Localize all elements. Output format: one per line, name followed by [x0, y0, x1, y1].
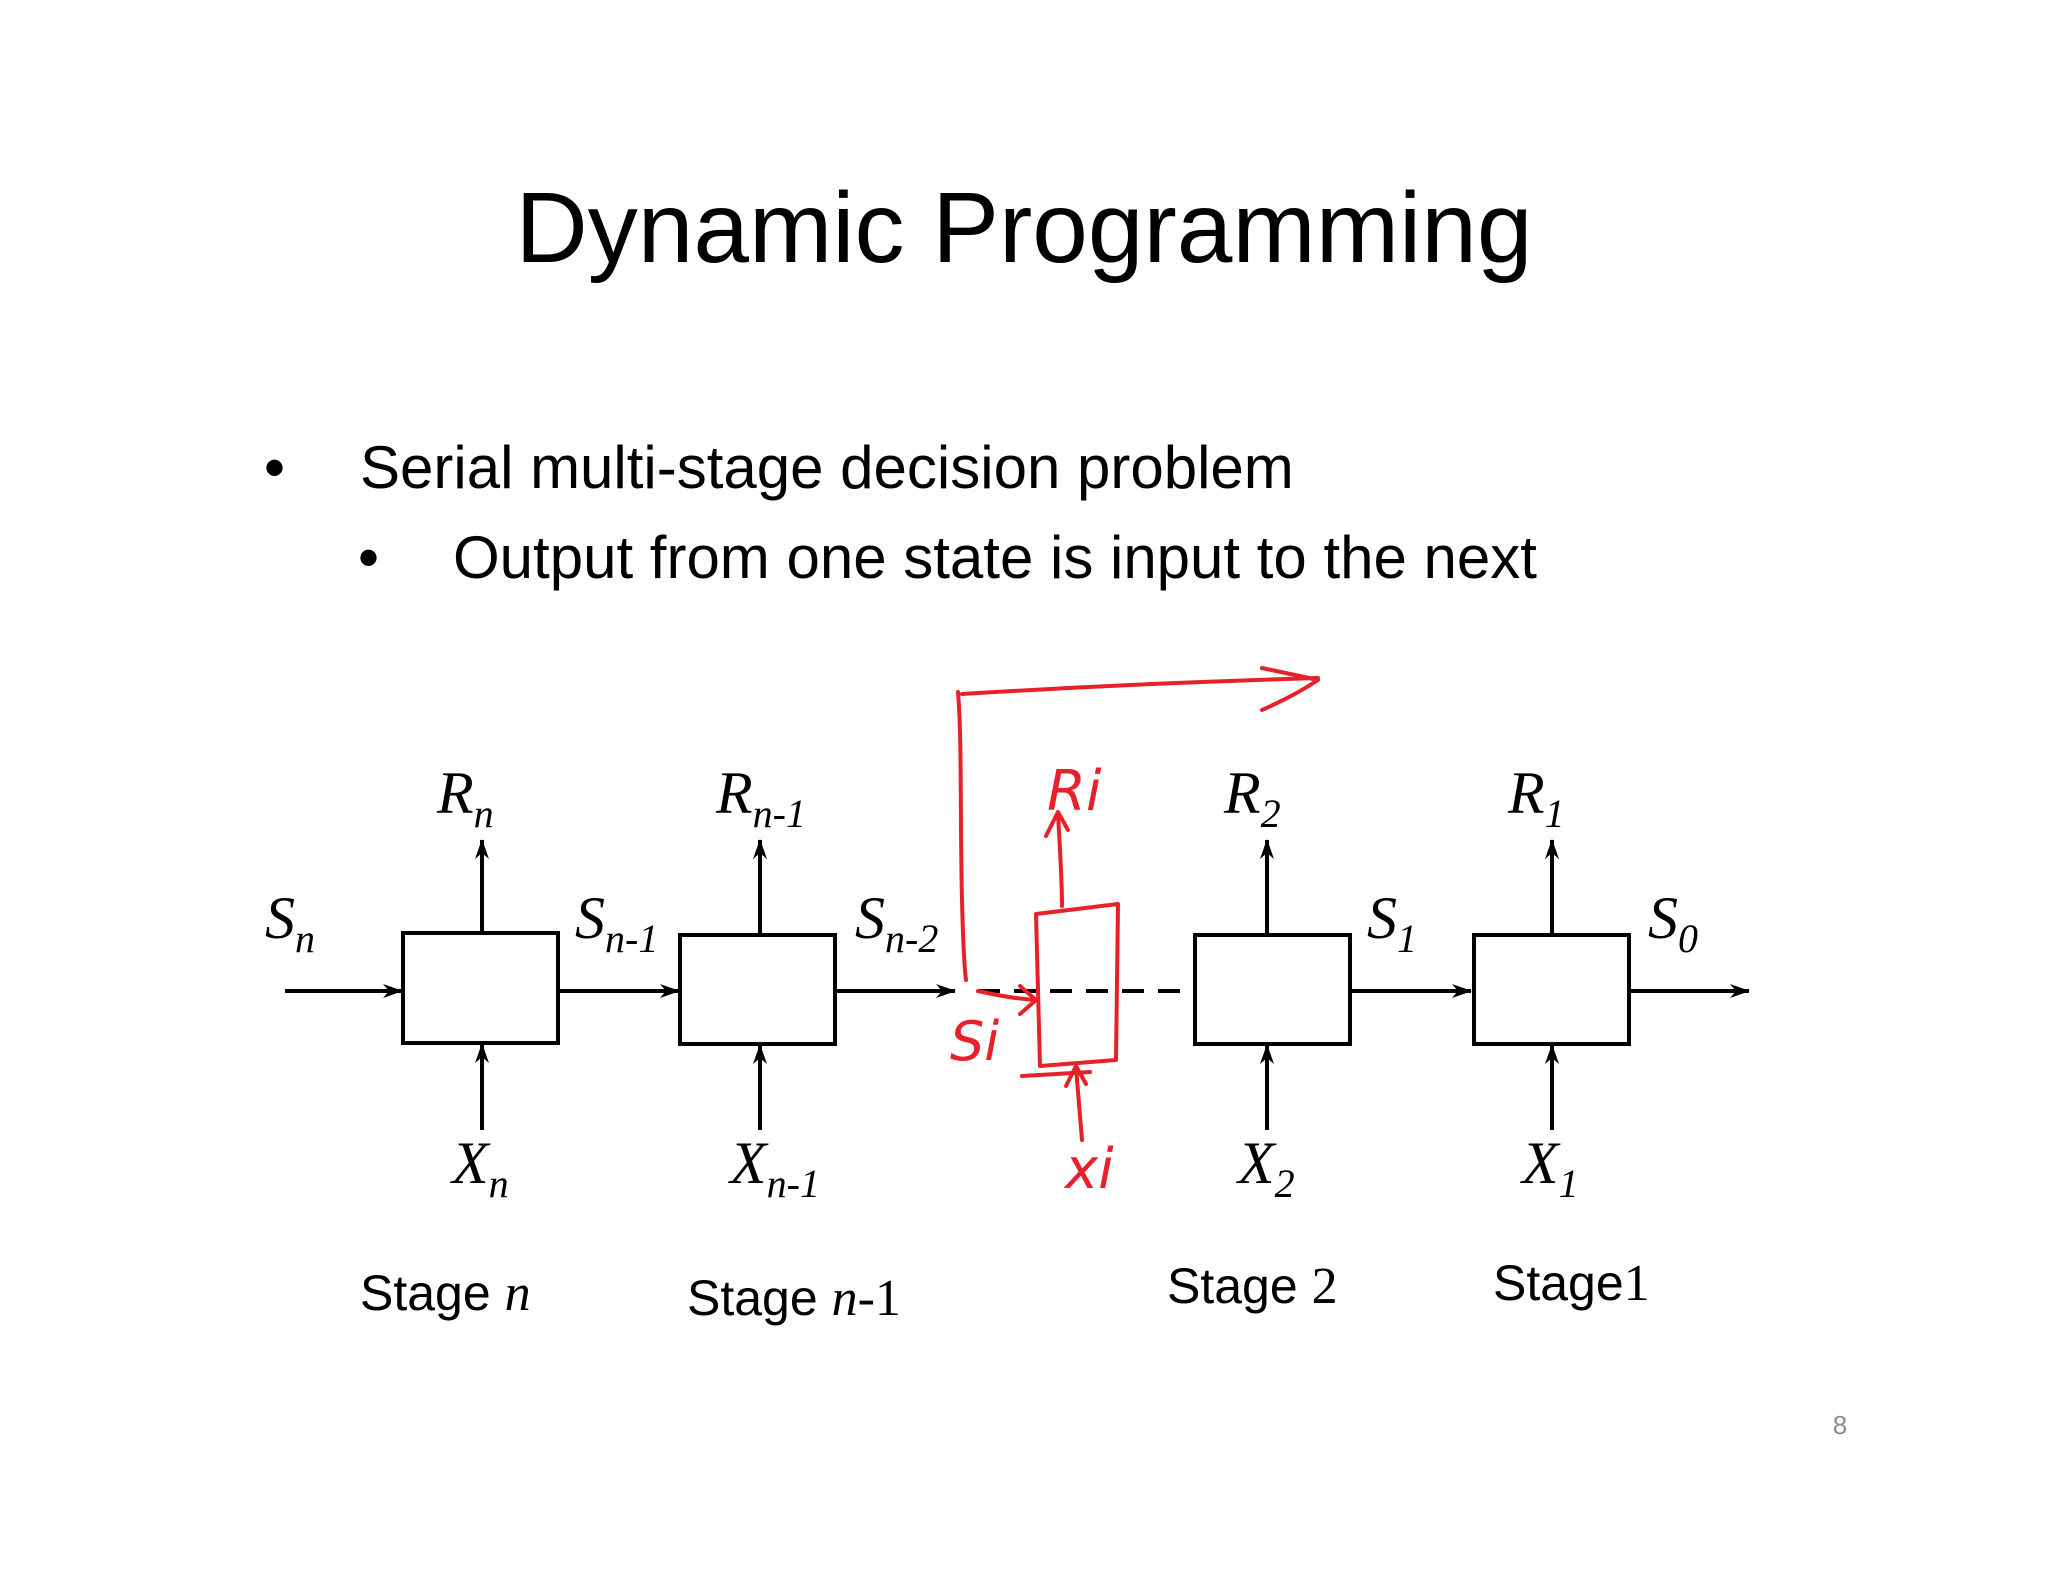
stage-label-n: Stage n	[360, 1265, 531, 1322]
annotation-label-si: Si	[950, 1010, 999, 1073]
state-label-sn-1: Sn-1	[575, 885, 658, 961]
handwritten-labels: Ri Si xi	[950, 759, 1114, 1202]
return-label-r1: R1	[1507, 760, 1565, 836]
annotation-bracket-arrow	[956, 666, 1320, 982]
stage-label-n-1: Stage n-1	[687, 1270, 901, 1327]
page-number: 8	[1832, 1410, 1848, 1440]
stage-label-1: Stage1	[1493, 1255, 1650, 1312]
bullet-text: Serial multi-stage decision problem	[360, 434, 1294, 501]
decision-label-xn-1: Xn-1	[728, 1130, 820, 1206]
annotation-label-ri: Ri	[1047, 759, 1102, 824]
state-label-s1: S1	[1367, 885, 1417, 961]
stage-box-1	[1472, 933, 1631, 1046]
return-label-rn: Rn	[436, 760, 494, 836]
stage-label-2: Stage 2	[1167, 1258, 1338, 1315]
decision-label-x1: X1	[1520, 1130, 1579, 1206]
stage-box-2	[1193, 933, 1352, 1046]
decision-label-xn: Xn	[450, 1130, 509, 1206]
annotation-state-in-arrow	[976, 984, 1038, 1016]
bullet-marker: •	[358, 524, 380, 591]
state-label-s0: S0	[1648, 885, 1698, 961]
annotation-return-arrow	[1044, 810, 1070, 908]
stage-box-n	[401, 931, 560, 1045]
bullet-text: Output from one state is input to the ne…	[453, 524, 1537, 591]
stage-box-n-1	[678, 933, 837, 1046]
annotation-base-stroke	[1020, 1070, 1092, 1078]
state-label-sn-2: Sn-2	[855, 885, 938, 961]
handwritten-annotation	[956, 666, 1320, 1142]
return-label-rn-1: Rn-1	[715, 760, 806, 836]
return-label-r2: R2	[1223, 760, 1281, 836]
annotation-stage-i-box	[1034, 902, 1120, 1068]
annotation-decision-arrow	[1064, 1064, 1088, 1142]
annotation-label-xi: xi	[1063, 1137, 1114, 1202]
decision-label-x2: X2	[1236, 1130, 1295, 1206]
slide-title: Dynamic Programming	[515, 172, 1533, 284]
state-label-sn: Sn	[265, 885, 315, 961]
bullet-marker: •	[264, 434, 286, 501]
